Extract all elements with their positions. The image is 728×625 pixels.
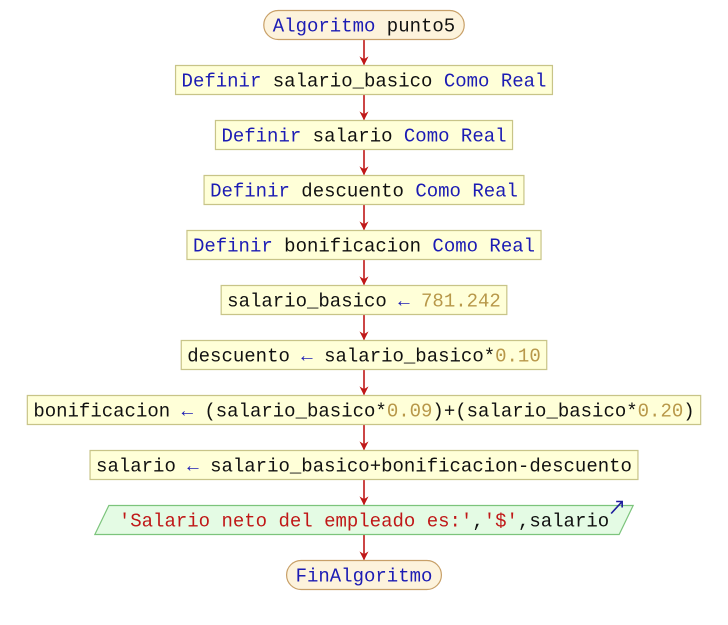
process-shape [214,119,514,151]
token-keyword: ← [398,291,410,313]
process-text: Definir descuento Como Real [210,181,518,203]
terminal-text: FinAlgoritmo [296,566,433,588]
process-shape [174,64,554,96]
token-keyword: Como Real [432,236,535,258]
token-number: 781.242 [410,291,501,313]
token-text: salario [301,126,404,148]
process-text: salario ← salario_basico+bonificacion-de… [96,456,632,478]
token-text: descuento [290,181,415,203]
flow-node-output: 'Salario neto del empleado es:','$',sala… [93,500,635,536]
token-number: 0.20 [638,401,684,423]
token-text: salario_basico [261,71,443,93]
token-text: bonificacion [33,401,181,423]
terminal-shape [286,559,442,591]
flow-node-process: Definir bonificacion Como Real [186,229,542,261]
token-text: descuento [187,346,301,368]
output-arrow-head [616,500,623,508]
token-keyword: Definir [193,236,273,258]
process-text: Definir bonificacion Como Real [193,236,535,258]
flow-node-process: Definir salario Como Real [214,119,514,151]
token-number: 0.10 [495,346,541,368]
terminal-shape [263,9,465,41]
output-shape [93,504,635,536]
process-shape [26,394,702,426]
token-keyword: ← [187,456,199,478]
token-text: bonificacion [273,236,433,258]
token-text: ,salario [518,511,609,533]
process-text: descuento ← salario_basico*0.10 [187,346,540,368]
token-keyword: Definir [182,71,262,93]
token-keyword: Algoritmo [273,16,376,38]
token-text: punto5 [375,16,455,38]
process-shape [89,449,639,481]
flow-node-process: bonificacion ← (salario_basico*0.09)+(sa… [26,394,702,426]
flow-node-process: salario_basico ← 781.242 [220,284,508,316]
token-text: salario_basico [227,291,398,313]
process-shape [220,284,508,316]
token-text: )+(salario_basico* [432,401,637,423]
process-text: Definir salario_basico Como Real [182,71,547,93]
flow-node-process: Definir salario_basico Como Real [174,64,554,96]
flow-node-process: salario ← salario_basico+bonificacion-de… [89,449,639,481]
output-text: 'Salario neto del empleado es:','$',sala… [119,511,609,533]
token-keyword: Como Real [404,126,507,148]
token-keyword: ← [182,401,194,423]
token-text: , [472,511,483,533]
token-keyword: Como Real [444,71,547,93]
flow-node-process: Definir descuento Como Real [203,174,525,206]
process-text: bonificacion ← (salario_basico*0.09)+(sa… [33,401,694,423]
token-number: 0.09 [387,401,433,423]
token-text: salario [96,456,187,478]
process-shape [186,229,542,261]
token-keyword: Como Real [415,181,518,203]
token-keyword: Definir [221,126,301,148]
terminal-text: Algoritmo punto5 [273,16,455,38]
process-text: Definir salario Como Real [221,126,506,148]
token-keyword: Definir [210,181,290,203]
flow-node-process: descuento ← salario_basico*0.10 [180,339,548,371]
token-text: (salario_basico* [193,401,387,423]
output-arrow-icon [610,500,623,515]
flow-node-terminal: FinAlgoritmo [286,559,442,591]
token-string: '$' [484,511,518,533]
token-text: ) [683,401,694,423]
flow-node-terminal: Algoritmo punto5 [263,9,465,41]
process-text: salario_basico ← 781.242 [227,291,501,313]
token-keyword: FinAlgoritmo [296,566,433,588]
token-text: salario_basico* [313,346,495,368]
process-shape [203,174,525,206]
token-text: salario_basico+bonificacion-descuento [199,456,632,478]
process-shape [180,339,548,371]
token-string: 'Salario neto del empleado es:' [119,511,472,533]
token-keyword: ← [301,346,313,368]
